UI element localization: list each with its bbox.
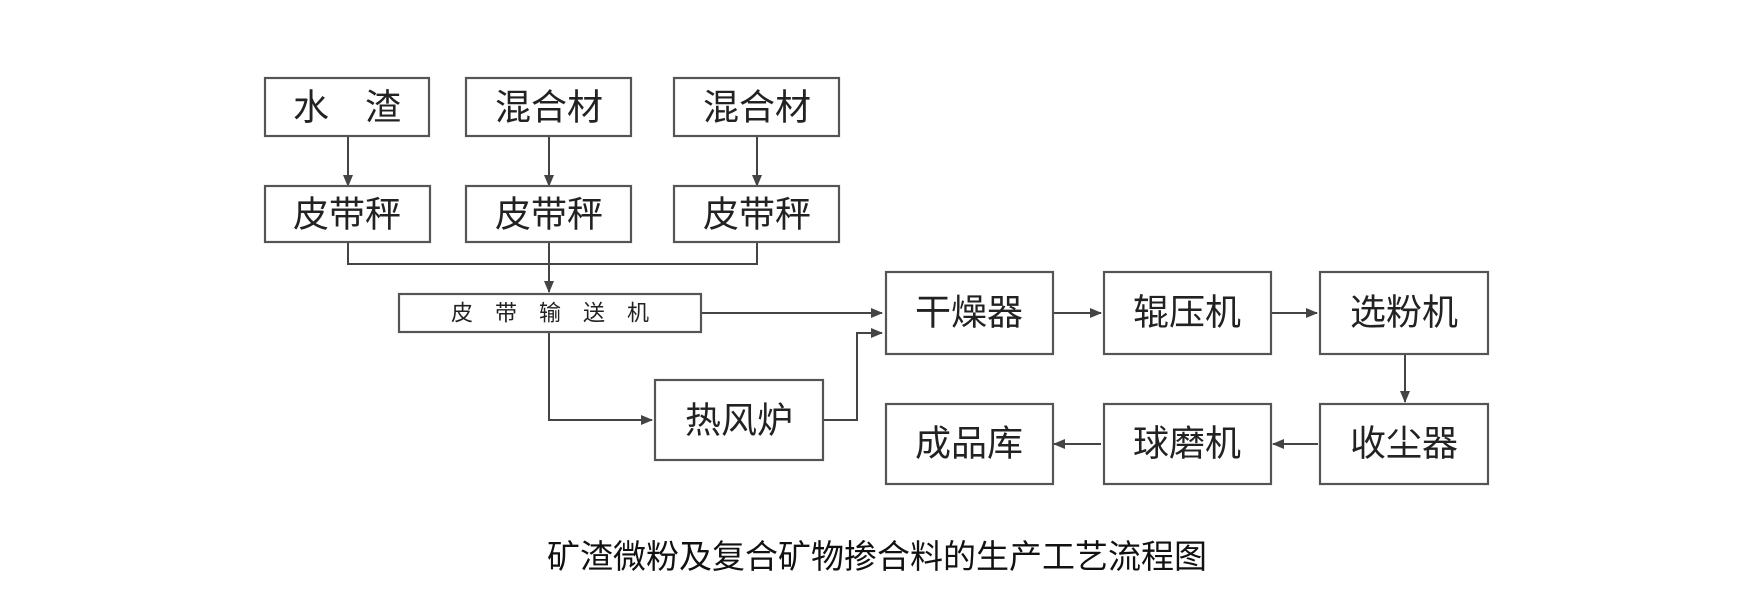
node-dust-collector-label: 收尘器 bbox=[1350, 424, 1458, 465]
connectors bbox=[343, 136, 1410, 449]
node-hot-air-furnace: 热风炉 bbox=[653, 378, 825, 462]
node-product-silo-label: 成品库 bbox=[915, 424, 1023, 465]
node-mix-material-1-label: 混合材 bbox=[495, 88, 603, 129]
node-mix-material-1: 混合材 bbox=[464, 76, 633, 138]
node-belt-conveyor: 皮 带 输 送 机 bbox=[397, 292, 703, 334]
node-classifier: 选粉机 bbox=[1318, 270, 1490, 356]
diagram-caption: 矿渣微粉及复合矿物掺合料的生产工艺流程图 bbox=[547, 537, 1207, 576]
node-dust-collector: 收尘器 bbox=[1318, 402, 1490, 486]
node-belt-scale-3: 皮带秤 bbox=[672, 184, 841, 244]
node-classifier-label: 选粉机 bbox=[1350, 293, 1458, 334]
node-water-slag: 水 渣 bbox=[263, 76, 431, 138]
node-ball-mill-label: 球磨机 bbox=[1133, 424, 1241, 465]
node-dryer: 干燥器 bbox=[884, 270, 1055, 356]
node-belt-scale-2-label: 皮带秤 bbox=[495, 195, 603, 236]
node-product-silo: 成品库 bbox=[884, 402, 1055, 486]
node-mix-material-2-label: 混合材 bbox=[703, 88, 811, 129]
node-roller-press: 辊压机 bbox=[1102, 270, 1273, 356]
node-belt-conveyor-label: 皮 带 输 送 机 bbox=[451, 302, 649, 327]
node-roller-press-label: 辊压机 bbox=[1133, 293, 1241, 334]
edge-conveyor-to-hot-air-furnace bbox=[548, 333, 653, 425]
node-hot-air-furnace-label: 热风炉 bbox=[685, 401, 793, 442]
node-ball-mill: 球磨机 bbox=[1102, 402, 1273, 486]
node-mix-material-2: 混合材 bbox=[672, 76, 841, 138]
node-belt-scale-3-label: 皮带秤 bbox=[703, 195, 811, 236]
node-dryer-label: 干燥器 bbox=[915, 293, 1023, 334]
node-water-slag-label: 水 渣 bbox=[293, 88, 401, 129]
edge-belt-scales-collector bbox=[347, 242, 758, 265]
node-belt-scale-2: 皮带秤 bbox=[464, 184, 633, 244]
node-belt-scale-1-label: 皮带秤 bbox=[293, 195, 401, 236]
node-belt-scale-1: 皮带秤 bbox=[263, 184, 432, 244]
edge-hot-air-furnace-to-dryer bbox=[823, 328, 883, 421]
